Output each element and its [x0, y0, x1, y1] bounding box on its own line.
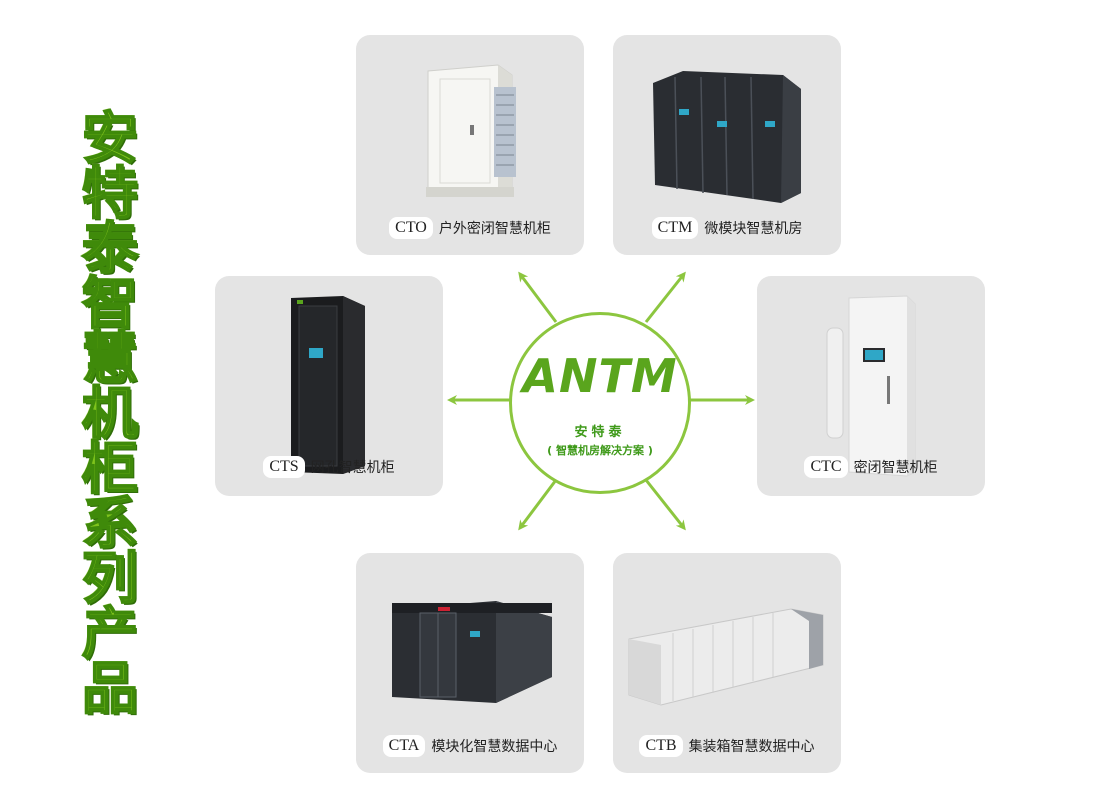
product-card-ctc[interactable]: CTC 密闭智慧机柜: [757, 276, 985, 496]
brand-name: 安特泰: [574, 425, 626, 440]
brand-tagline: ( 智慧机房解决方案 ): [547, 444, 653, 457]
product-name: 微模块智慧机房: [704, 221, 803, 237]
series-title: 安特泰智慧机柜系列产品: [72, 107, 148, 722]
product-code: CTA: [382, 735, 426, 757]
arrow-to-ctb: [644, 479, 686, 531]
series-title-char: 列: [81, 547, 139, 612]
product-card-ctm[interactable]: CTM 微模块智慧机房: [613, 35, 841, 255]
series-title-char: 特: [81, 162, 139, 227]
mesh-cabinet-image: [291, 296, 365, 474]
product-card-ctb[interactable]: CTB 集装箱智慧数据中心: [613, 553, 841, 773]
arrow-to-cto: [518, 271, 558, 323]
series-title-char: 系: [81, 492, 139, 557]
outdoor-cabinet-image: [426, 64, 516, 197]
series-title-char: 慧: [81, 327, 139, 392]
product-name: 网孔智慧机柜: [310, 460, 395, 476]
product-card-cto[interactable]: CTO 户外密闭智慧机柜: [356, 35, 584, 255]
series-title-char: 柜: [81, 437, 139, 502]
product-code: CTC: [804, 456, 848, 478]
arrow-to-cta: [518, 479, 558, 531]
series-title-char: 机: [81, 382, 139, 447]
modular-data-center-image: [392, 601, 552, 703]
container-data-center-image: [628, 608, 824, 706]
series-title-char: 泰: [81, 217, 139, 282]
antm-logo: ANTM: [522, 349, 678, 403]
series-title-char: 产: [81, 602, 139, 667]
product-name: 集装箱智慧数据中心: [688, 739, 815, 755]
product-code: CTB: [639, 735, 683, 757]
series-title-char: 品: [81, 657, 139, 722]
series-title-char: 智: [81, 272, 139, 337]
series-title-char: 安: [81, 107, 139, 172]
micro-module-room-image: [653, 71, 801, 203]
product-name: 模块化智慧数据中心: [431, 739, 558, 755]
arrow-to-ctm: [644, 271, 686, 323]
product-code: CTO: [389, 217, 433, 239]
antm-hub-logo: ANTM 安特泰 ( 智慧机房解决方案 ): [509, 312, 691, 494]
product-name: 户外密闭智慧机柜: [438, 221, 551, 237]
product-name: 密闭智慧机柜: [853, 460, 938, 476]
product-code: CTM: [651, 217, 699, 239]
product-card-cts[interactable]: CTS 网孔智慧机柜: [215, 276, 443, 496]
product-card-cta[interactable]: CTA 模块化智慧数据中心: [356, 553, 584, 773]
product-code: CTS: [263, 456, 305, 478]
sealed-cabinet-image: [826, 295, 916, 477]
